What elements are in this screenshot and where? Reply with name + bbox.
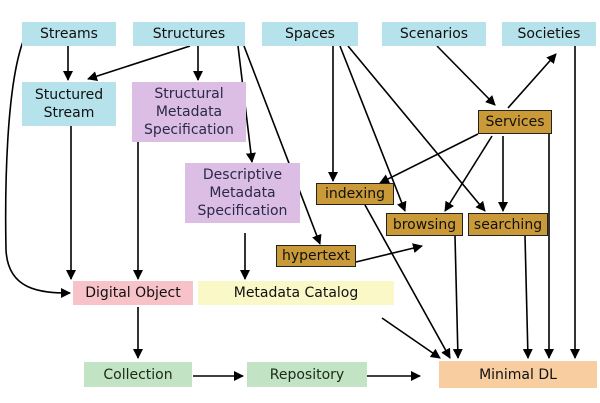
node-digital-object: Digital Object (73, 281, 193, 305)
node-indexing: indexing (316, 183, 394, 205)
arrow-hypertext-to-browsing (355, 243, 423, 263)
arrow-streams-to-digital-object (4, 33, 71, 298)
node-streams: Streams (22, 22, 116, 46)
node-structures: Structures (133, 22, 245, 46)
node-societies: Societies (502, 22, 596, 46)
arrow-structures-to-structured-stream (87, 45, 191, 81)
node-spaces-label: Spaces (285, 26, 335, 42)
node-hypertext: hypertext (276, 245, 356, 267)
arrow-spaces-to-browsing (339, 45, 407, 212)
node-structural-metadata-label: Structural Metadata Specification (144, 86, 234, 138)
node-structural-metadata: Structural Metadata Specification (132, 82, 246, 142)
node-digital-object-label: Digital Object (85, 285, 181, 301)
node-hypertext-label: hypertext (281, 248, 351, 264)
node-structures-label: Structures (152, 26, 226, 42)
arrow-structures-to-hypertext (243, 45, 322, 245)
node-browsing: browsing (386, 213, 463, 236)
node-repository-label: Repository (269, 366, 345, 383)
arrow-indexing-to-minimal-dl (364, 204, 451, 359)
node-metadata-catalog: Metadata Catalog (198, 281, 394, 305)
node-structured-stream: Stuctured Stream (22, 82, 116, 126)
node-repository: Repository (247, 362, 367, 387)
node-scenarios: Scenarios (382, 22, 486, 46)
arrow-metadata-catalog-to-minimal-dl (381, 317, 441, 359)
arrow-scenarios-to-services (436, 45, 496, 106)
node-services-label: Services (485, 114, 545, 130)
node-indexing-label: indexing (325, 186, 385, 202)
node-searching: searching (468, 213, 548, 236)
node-collection: Collection (84, 362, 192, 387)
node-societies-label: Societies (517, 26, 581, 42)
node-searching-label: searching (473, 216, 543, 233)
node-browsing-label: browsing (392, 216, 457, 233)
arrow-services-to-societies (507, 53, 557, 109)
node-services: Services (478, 110, 552, 134)
node-minimal-dl-label: Minimal DL (479, 366, 557, 383)
node-descriptive-metadata-label: Descriptive Metadata Specification (197, 167, 288, 219)
node-spaces: Spaces (262, 22, 358, 46)
node-structured-stream-label: Stuctured Stream (34, 87, 104, 121)
arrow-services-to-indexing (379, 133, 479, 184)
node-minimal-dl: Minimal DL (439, 361, 597, 388)
node-collection-label: Collection (103, 366, 173, 383)
arrow-services-to-browsing (444, 135, 493, 212)
node-metadata-catalog-label: Metadata Catalog (233, 285, 359, 301)
arrow-searching-to-minimal-dl (522, 235, 533, 359)
arrow-browsing-to-minimal-dl (452, 235, 463, 359)
node-streams-label: Streams (40, 26, 98, 42)
node-scenarios-label: Scenarios (399, 26, 469, 42)
node-descriptive-metadata: Descriptive Metadata Specification (185, 163, 300, 223)
